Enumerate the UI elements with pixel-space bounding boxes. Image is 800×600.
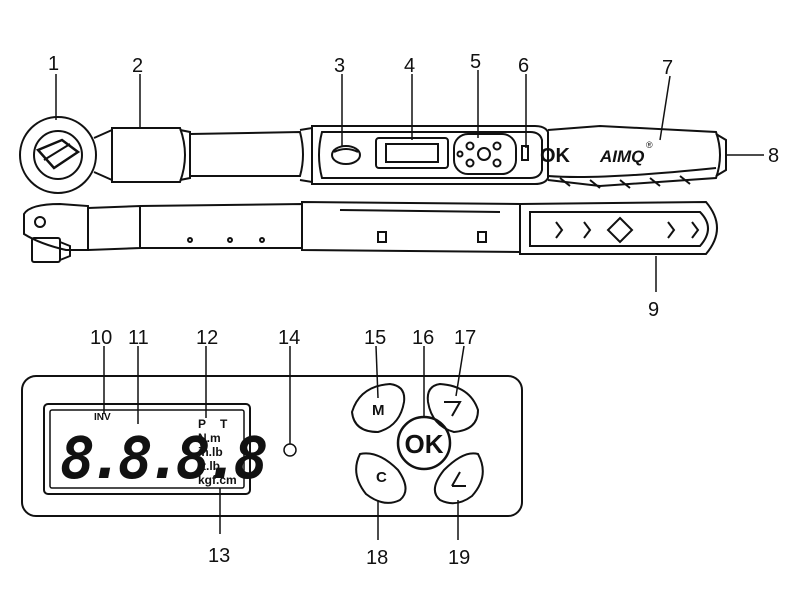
callout-2: 2	[132, 55, 143, 77]
square-drive	[31, 237, 61, 263]
c-button[interactable]: C	[355, 452, 407, 504]
callout-11: 11	[128, 327, 149, 349]
side-head	[23, 202, 89, 251]
callout-8: 8	[768, 145, 779, 167]
up-arrow-icon	[444, 401, 462, 417]
mini-ok-label: OK	[540, 145, 571, 167]
lcd-mode-peak: P	[198, 417, 206, 431]
lcd-digits: 8.8.8.8	[60, 424, 267, 492]
display-housing	[311, 125, 549, 185]
lcd-inv-indicator: INV	[94, 412, 111, 423]
brand-logo: AIMQ	[599, 147, 644, 166]
head-collar	[111, 127, 186, 183]
callout-16: 16	[412, 327, 434, 349]
lcd-unit-inlb: in.lb	[198, 445, 223, 459]
callout-leaders-panel	[103, 345, 465, 540]
c-button-label: C	[376, 469, 387, 486]
ok-button[interactable]: OK	[396, 415, 452, 471]
ratchet-head	[19, 116, 97, 194]
led-lens	[331, 145, 361, 165]
down-arrow-icon	[451, 471, 466, 487]
down-button[interactable]	[433, 452, 484, 505]
callout-6: 6	[518, 55, 529, 77]
callout-10: 10	[90, 327, 112, 349]
lcd-unit-ftlb: ft.lb	[198, 459, 220, 473]
ok-button-label: OK	[405, 429, 444, 459]
callout-4: 4	[404, 55, 415, 77]
side-grip	[519, 200, 718, 255]
brand-registered-mark: ®	[646, 140, 653, 150]
status-led	[283, 443, 297, 457]
callout-9: 9	[648, 299, 659, 321]
callout-17: 17	[454, 327, 476, 349]
callout-14: 14	[278, 327, 300, 349]
callout-19: 19	[448, 547, 470, 569]
up-button[interactable]	[426, 382, 480, 434]
m-button-label: M	[372, 402, 385, 419]
callout-15: 15	[364, 327, 386, 349]
wrench-top-view	[19, 116, 727, 194]
lcd-unit-nm: N.m	[198, 431, 221, 445]
lcd-screen	[43, 403, 251, 495]
lcd-unit-kgfcm: kgf.cm	[198, 473, 237, 487]
callout-leaders-top	[55, 70, 764, 292]
callout-3: 3	[334, 55, 345, 77]
control-panel	[21, 375, 523, 517]
callout-5: 5	[470, 51, 481, 73]
callout-7: 7	[662, 57, 673, 79]
callout-1: 1	[48, 53, 59, 75]
mini-keypad	[453, 133, 517, 175]
callout-18: 18	[366, 547, 388, 569]
m-button[interactable]: M	[350, 382, 406, 434]
callout-13: 13	[208, 545, 230, 567]
callout-12: 12	[196, 327, 218, 349]
lcd-mode-track: T	[220, 417, 228, 431]
wrench-side-view	[23, 200, 718, 263]
handle-top	[547, 124, 721, 188]
battery-slot	[521, 145, 529, 161]
